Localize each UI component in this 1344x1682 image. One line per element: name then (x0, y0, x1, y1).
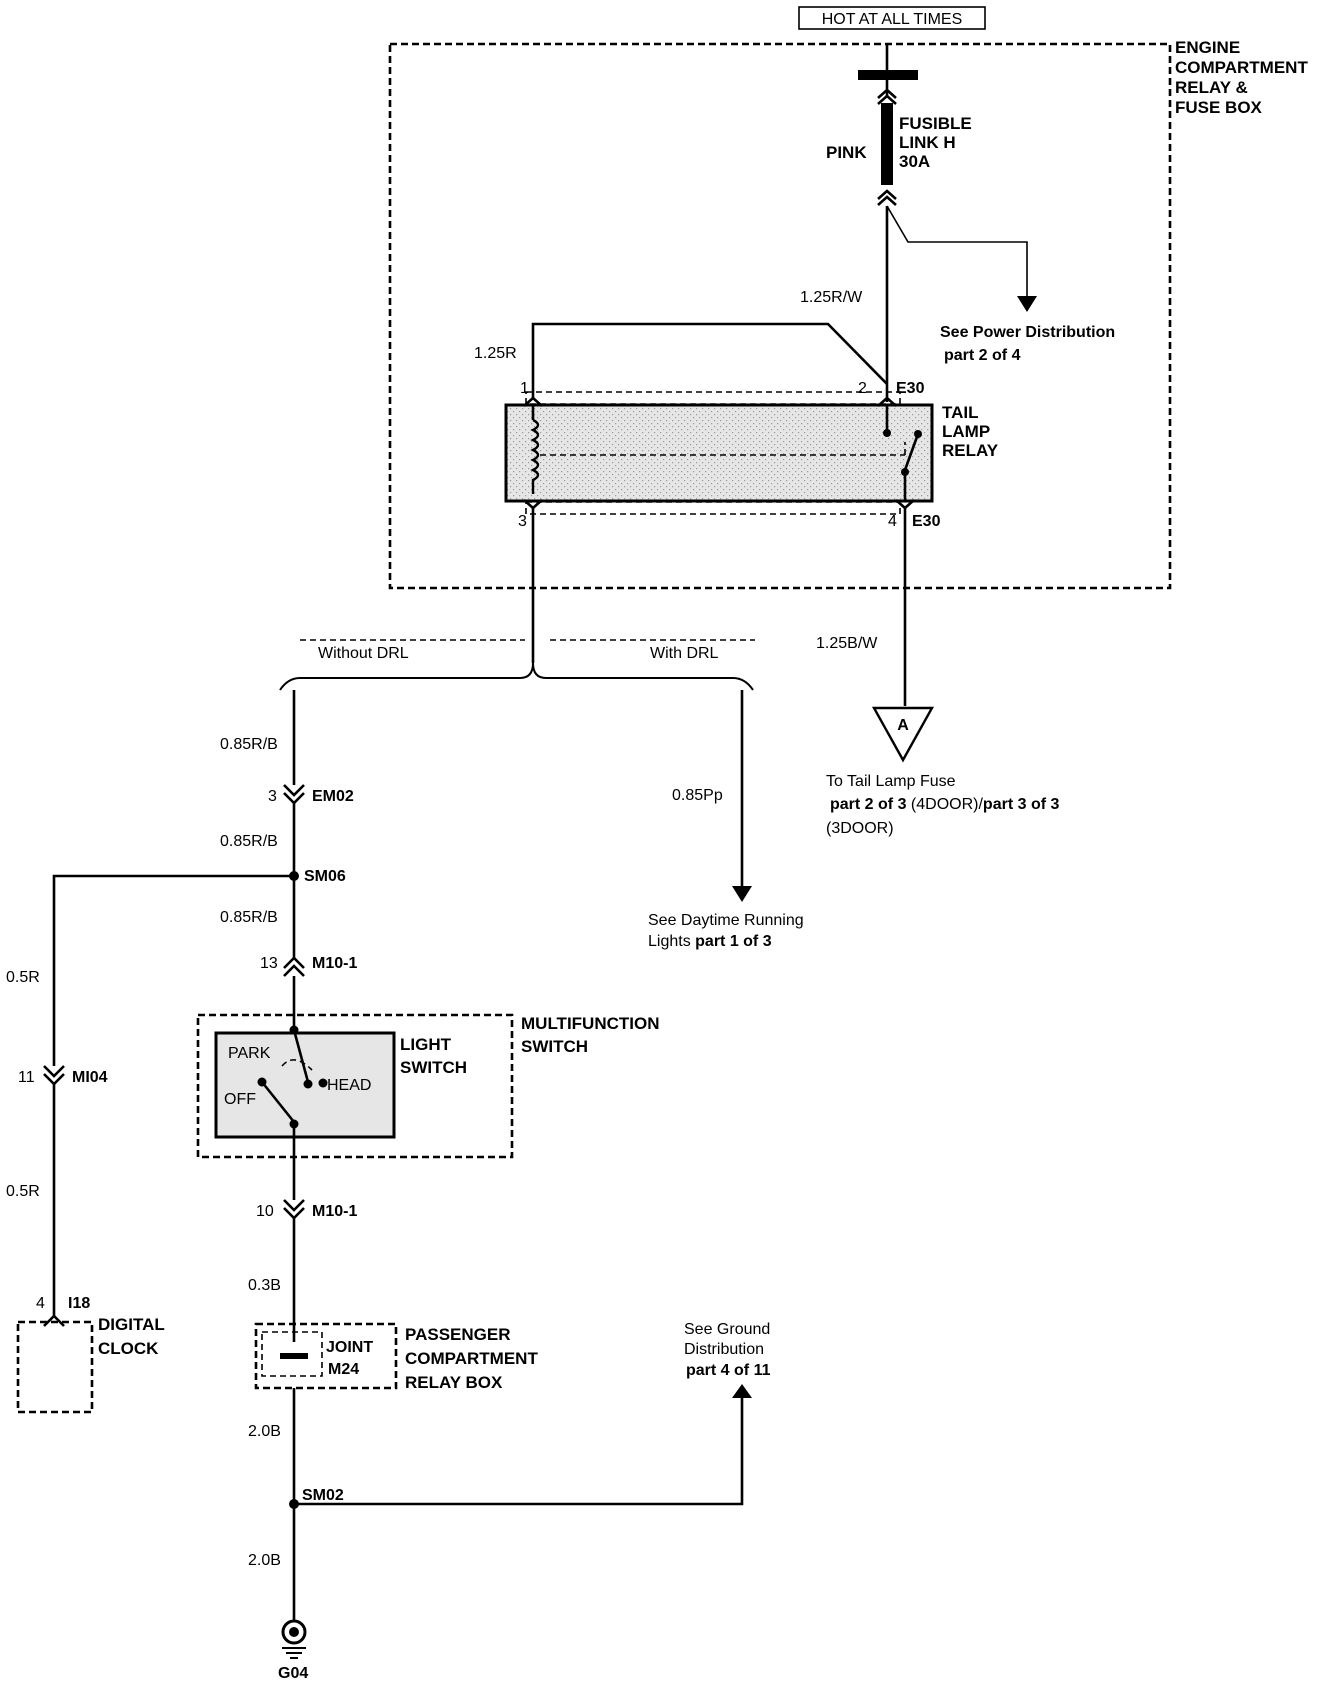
switch-pos-park: PARK (228, 1045, 271, 1062)
m10-bottom-pin: 10 (256, 1203, 274, 1220)
drl-ref-1: See Daytime Running (648, 912, 804, 929)
i18-connector: I18 (68, 1295, 90, 1312)
relay-pin-1: 1 (520, 380, 529, 397)
mi04-pin: 11 (18, 1069, 35, 1086)
i18-pin: 4 (36, 1295, 45, 1312)
relay-box-label-1: PASSENGER (405, 1325, 511, 1344)
digital-clock-label-2: CLOCK (98, 1339, 159, 1358)
relay-connector-bottom: E30 (912, 513, 941, 530)
ground-ref-2: Distribution (684, 1341, 764, 1358)
relay-pin-2: 2 (858, 380, 867, 397)
wire-label-125rw: 1.25R/W (800, 289, 863, 306)
digital-clock-label-1: DIGITAL (98, 1315, 165, 1334)
drl-ref-2: Lights part 1 of 3 (648, 933, 772, 950)
m10-top-connector: M10-1 (312, 955, 357, 972)
relay-connector-top: E30 (896, 380, 925, 397)
joint-id: M24 (328, 1361, 359, 1378)
engine-compartment-box: ENGINE COMPARTMENT RELAY & FUSE BOX (388, 38, 1308, 590)
branch-without-drl: Without DRL (318, 645, 409, 662)
hot-at-all-times-text: HOT AT ALL TIMES (822, 11, 963, 28)
splice-sm02: SM02 (302, 1487, 344, 1504)
tail-fuse-ref-1: To Tail Lamp Fuse (826, 773, 956, 790)
ground-g04: G04 (278, 1665, 308, 1682)
tail-lamp-fuse-branch: 1.25B/W A To Tail Lamp Fuse part 2 of 3 … (816, 508, 1059, 837)
power-dist-ref-2: part 2 of 4 (944, 347, 1021, 364)
engine-box-label-4: FUSE BOX (1175, 98, 1263, 117)
engine-box-label-1: ENGINE (1175, 38, 1240, 57)
wire-label-085pp: 0.85Pp (672, 787, 723, 804)
multifunction-label-2: SWITCH (521, 1037, 588, 1056)
branch-point: Without DRL With DRL (279, 508, 755, 691)
relay-pin-3: 3 (518, 513, 527, 530)
multifunction-label-1: MULTIFUNCTION (521, 1014, 660, 1033)
wire-label-125r: 1.25R (474, 345, 517, 362)
relay-label-3: RELAY (942, 441, 999, 460)
ground-ref-1: See Ground (684, 1321, 770, 1338)
light-switch-label-1: LIGHT (400, 1035, 452, 1054)
power-distribution-branch: See Power Distribution part 2 of 4 (886, 205, 1115, 364)
fusible-link: PINK FUSIBLE LINK H 30A (826, 45, 972, 206)
fusible-link-label-1: FUSIBLE (899, 114, 972, 133)
wire-label-085rb-3: 0.85R/B (220, 909, 278, 926)
switch-pos-off: OFF (224, 1091, 256, 1108)
tail-lamp-relay: 1 2 3 4 E30 E30 TAIL LAMP RELAY (504, 380, 999, 530)
ground-circuit: 10 M10-1 0.3B JOINT M24 PASSENGER COMPAR… (248, 1124, 538, 1682)
relay-box-label-2: COMPARTMENT (405, 1349, 538, 1368)
engine-box-label-3: RELAY & (1175, 78, 1248, 97)
switch-pos-head: HEAD (327, 1077, 371, 1094)
power-dist-ref-1: See Power Distribution (940, 324, 1115, 341)
fusible-link-label-2: LINK H (899, 133, 956, 152)
tail-fuse-ref-2: part 2 of 3 (4DOOR)/part 3 of 3 (830, 796, 1059, 813)
wire-label-085rb-2: 0.85R/B (220, 833, 278, 850)
offpage-marker-a: A (897, 717, 909, 734)
relay-box-label-3: RELAY BOX (405, 1373, 503, 1392)
m10-top-pin: 13 (260, 955, 278, 972)
power-source-label: HOT AT ALL TIMES (798, 6, 986, 30)
joint-label: JOINT (326, 1339, 373, 1356)
ground-ref-3: part 4 of 11 (686, 1362, 771, 1379)
light-switch-label-2: SWITCH (400, 1058, 467, 1077)
wire-label-125bw: 1.25B/W (816, 635, 878, 652)
em02-pin: 3 (268, 788, 277, 805)
drl-branch: 0.85Pp See Daytime Running Lights part 1… (648, 690, 804, 950)
tail-fuse-ref-3: (3DOOR) (826, 820, 894, 837)
wire-label-05r-2: 0.5R (6, 1183, 40, 1200)
wire-label-03b: 0.3B (248, 1277, 281, 1294)
relay-pin-4: 4 (888, 513, 897, 530)
wire-label-20b-1: 2.0B (248, 1423, 281, 1440)
wire-label-085rb-1: 0.85R/B (220, 736, 278, 753)
relay-label-2: LAMP (942, 422, 990, 441)
fusible-link-label-3: 30A (899, 152, 930, 171)
fusible-link-color: PINK (826, 143, 867, 162)
wire-label-05r-1: 0.5R (6, 969, 40, 986)
engine-box-label-2: COMPARTMENT (1175, 58, 1308, 77)
mi04-connector: MI04 (72, 1069, 108, 1086)
main-circuit: 0.85R/B 3 EM02 0.85R/B SM06 0.85R/B 13 M… (220, 690, 357, 1028)
digital-clock-branch: 0.5R 11 MI04 0.5R 4 I18 DIGITAL CLOCK (6, 874, 294, 1414)
ground-distribution-branch: See Ground Distribution part 4 of 11 (294, 1321, 771, 1506)
wire-label-20b-2: 2.0B (248, 1552, 281, 1569)
relay-label-1: TAIL (942, 403, 979, 422)
splice-sm06: SM06 (304, 868, 346, 885)
branch-with-drl: With DRL (650, 645, 719, 662)
em02-connector: EM02 (312, 788, 354, 805)
multifunction-switch: PARK HEAD OFF LIGHT SWITCH MULTIFUNCTION… (196, 1013, 660, 1159)
m10-bottom-connector: M10-1 (312, 1203, 357, 1220)
